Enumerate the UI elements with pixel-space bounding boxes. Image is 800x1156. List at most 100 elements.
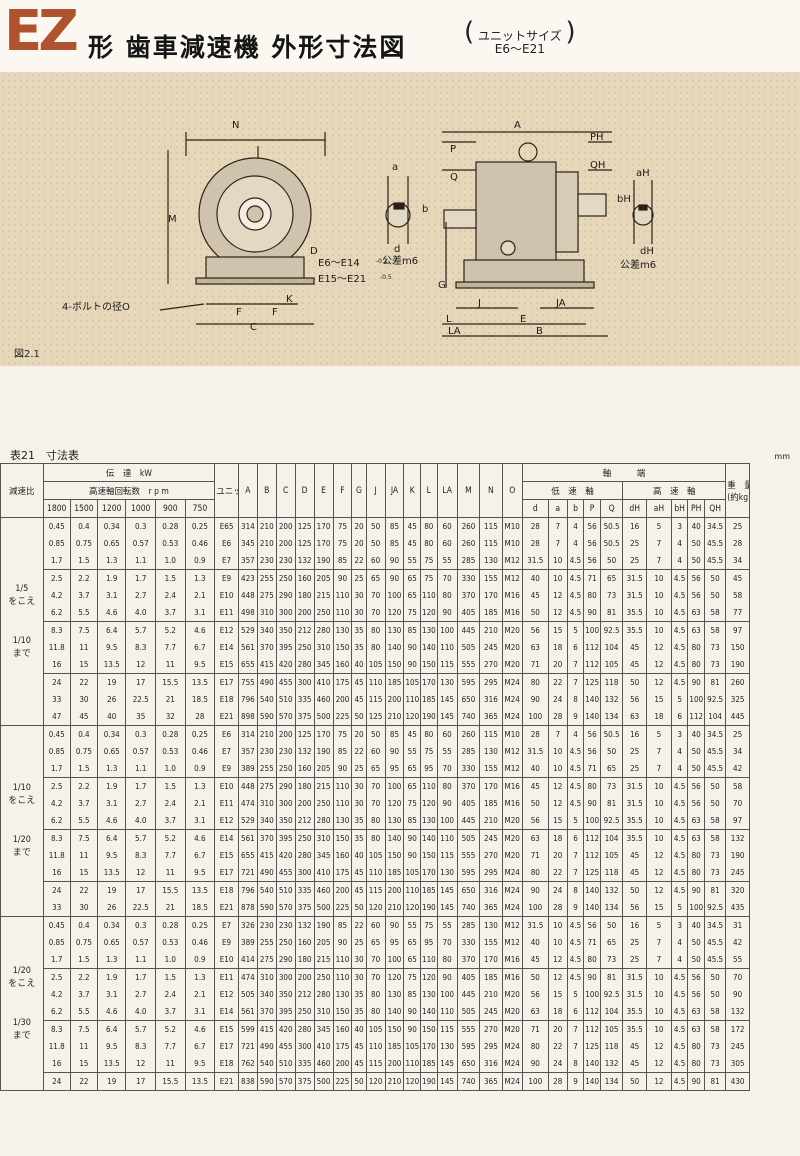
table-cell: 0.85 [42,743,71,760]
table-cell: 595 [456,864,481,882]
table-cell: 11 [69,1038,99,1055]
table-cell: 1.7 [125,777,156,795]
table-cell: 56 [687,569,705,587]
table-cell: 4.5 [670,986,689,1003]
table-cell: 762 [237,1055,258,1073]
table-cell: 410 [313,1038,334,1055]
table-cell: 185 [420,1055,438,1073]
header-shaft-end: 軸 端 [521,463,727,482]
table-cell: 45 [351,864,367,882]
header-rpm-1800: 1800 [42,499,71,518]
table-cell: 4.5 [566,760,585,778]
table-cell: 160 [294,569,315,587]
table-cell: 13.5 [97,1055,127,1073]
table-cell: 134 [599,899,624,917]
table-cell: 335 [294,881,315,899]
table-cell: 110 [332,968,353,986]
table-cell: 190 [725,656,750,674]
table-cell: 185 [479,795,503,812]
table-cell: 7 [645,552,672,570]
table-cell: 28 [521,725,549,743]
table-cell: 90 [332,569,353,587]
table-cell: 56 [583,535,601,552]
table-cell: 30 [351,968,367,986]
table-cell: E14 [214,829,239,847]
table-cell: 28 [725,535,750,552]
table-cell: 25 [622,535,647,552]
table-cell: 5.7 [125,829,156,847]
table-cell: 22 [69,1072,99,1091]
table-cell: 4.5 [670,1020,689,1038]
table-cell: 110 [332,604,353,622]
table-cell: M24 [501,1072,523,1091]
table-cell: M20 [501,1020,523,1038]
table-cell: 50 [687,760,705,778]
table-cell: 25 [622,951,647,969]
table-cell: 2.1 [184,795,216,812]
table-cell: 13.5 [184,1072,216,1091]
table-cell: 455 [275,864,296,882]
table-cell: 125 [365,708,386,726]
table-cell: 50 [703,587,727,604]
table-cell: 90 [384,552,405,570]
table-cell: 140 [583,708,601,726]
table-cell: 24 [42,1072,71,1091]
table-cell: 15 [69,864,99,882]
table-cell: 31 [725,916,750,934]
table-cell: 1.5 [69,951,99,969]
table-cell: 200 [294,968,315,986]
table-cell: 10 [645,968,672,986]
table-cell: 210 [384,1072,405,1091]
table-cell: 63 [687,604,705,622]
tol-e15-e21: E15～E21 [318,274,366,285]
dim-E: E [520,314,526,325]
table-cell: 120 [365,899,386,917]
table-cell: E21 [214,1072,239,1091]
table-cell: 45 [521,587,549,604]
table-cell: 85 [403,986,422,1003]
table-cell: 112 [583,656,601,674]
table-cell: 1.7 [42,760,71,778]
table-cell: 370 [456,587,481,604]
table-cell: 50.5 [599,517,624,535]
table-cell: 120 [403,899,422,917]
table-cell: 330 [456,569,481,587]
table-cell: 132 [294,552,315,570]
table-cell: 50 [687,934,705,951]
table-cell: 24 [547,1055,568,1073]
table-cell: 13.5 [184,673,216,691]
table-cell: 28 [547,708,568,726]
table-cell: 0.34 [97,916,127,934]
table-cell: 4.5 [670,569,689,587]
table-cell: 295 [479,673,503,691]
table-cell: 100 [436,986,458,1003]
table-cell: 130 [332,812,353,830]
table-cell: 6 [566,639,585,656]
table-cell: 105 [365,847,386,864]
table-cell: 0.85 [42,934,71,951]
header-low-P: P [583,499,601,518]
table-cell: 12 [125,1055,156,1073]
table-cell: 4.5 [670,881,689,899]
table-cell: 4.2 [42,587,71,604]
table-cell: 275 [256,777,277,795]
table-cell: 1.7 [125,569,156,587]
table-cell: 16 [42,1055,71,1073]
table-cell: 140 [384,1003,405,1021]
table-cell: 90 [403,829,422,847]
table-cell: 33 [42,899,71,917]
table-cell: 4.5 [670,795,689,812]
table-cell: 34.5 [703,725,727,743]
table-cell: 6 [566,829,585,847]
table-cell: 7.7 [155,639,186,656]
header-rpm-900: 900 [155,499,186,518]
table-cell: 50 [599,743,624,760]
table-cell: 45 [403,535,422,552]
table-cell: 4.5 [566,587,585,604]
table-cell: 65 [403,569,422,587]
table-cell: 0.25 [184,725,216,743]
table-cell: 7 [645,760,672,778]
